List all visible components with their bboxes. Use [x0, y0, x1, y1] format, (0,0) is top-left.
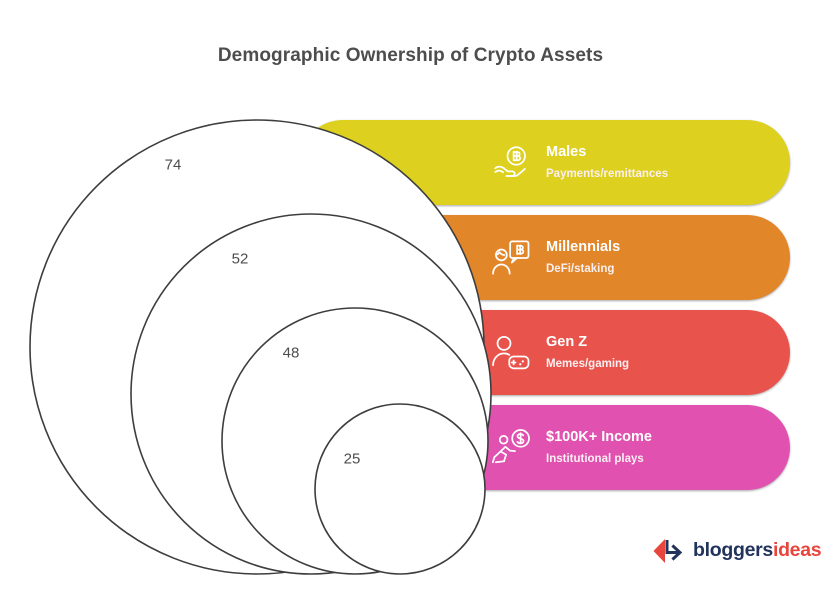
bloggersideas-wordmark: bloggersideas [693, 541, 821, 561]
person-gamepad-icon [492, 335, 530, 369]
bar-text-males: Males Payments/remittances [546, 145, 668, 180]
bar-sub-gen-z: Memes/gaming [546, 357, 630, 370]
value-label-millennials: 52 [231, 250, 249, 268]
bar-sub-100k-income: Institutional plays [546, 452, 644, 465]
bar-content-gen-z: Gen Z Memes/gaming [490, 310, 629, 395]
person-bitcoin-message-icon [492, 240, 530, 275]
bloggersideas-logo-icon [653, 539, 683, 563]
bar-content-millennials: Millennials DeFi/staking [490, 215, 620, 300]
bar-content-100k-income: $100K+ Income Institutional plays [490, 405, 652, 490]
person-running-dollar-icon [491, 428, 530, 463]
hand-bitcoin-icon [494, 145, 526, 177]
bar-text-millennials: Millennials DeFi/staking [546, 240, 620, 275]
bar-text-gen-z: Gen Z Memes/gaming [546, 335, 629, 370]
circle-100k-income [314, 403, 486, 575]
bar-label-100k-income: $100K+ Income [546, 429, 652, 445]
page-title: Demographic Ownership of Crypto Assets [217, 45, 604, 66]
bar-content-males: Males Payments/remittances [490, 120, 668, 205]
value-label-males: 74 [164, 156, 182, 174]
bar-text-100k-income: $100K+ Income Institutional plays [546, 430, 652, 465]
bar-sub-males: Payments/remittances [546, 167, 669, 180]
value-label-gen-z: 48 [282, 344, 300, 362]
value-label-100k-income: 25 [343, 450, 361, 468]
bar-label-millennials: Millennials [546, 239, 621, 255]
bar-label-males: Males [546, 144, 587, 160]
bar-sub-millennials: DeFi/staking [546, 262, 615, 275]
bar-label-gen-z: Gen Z [546, 334, 588, 350]
bloggersideas-logo[interactable]: bloggersideas [652, 537, 821, 565]
logo-text-secondary: ideas [772, 539, 821, 562]
logo-text-primary: bloggers [693, 539, 773, 562]
